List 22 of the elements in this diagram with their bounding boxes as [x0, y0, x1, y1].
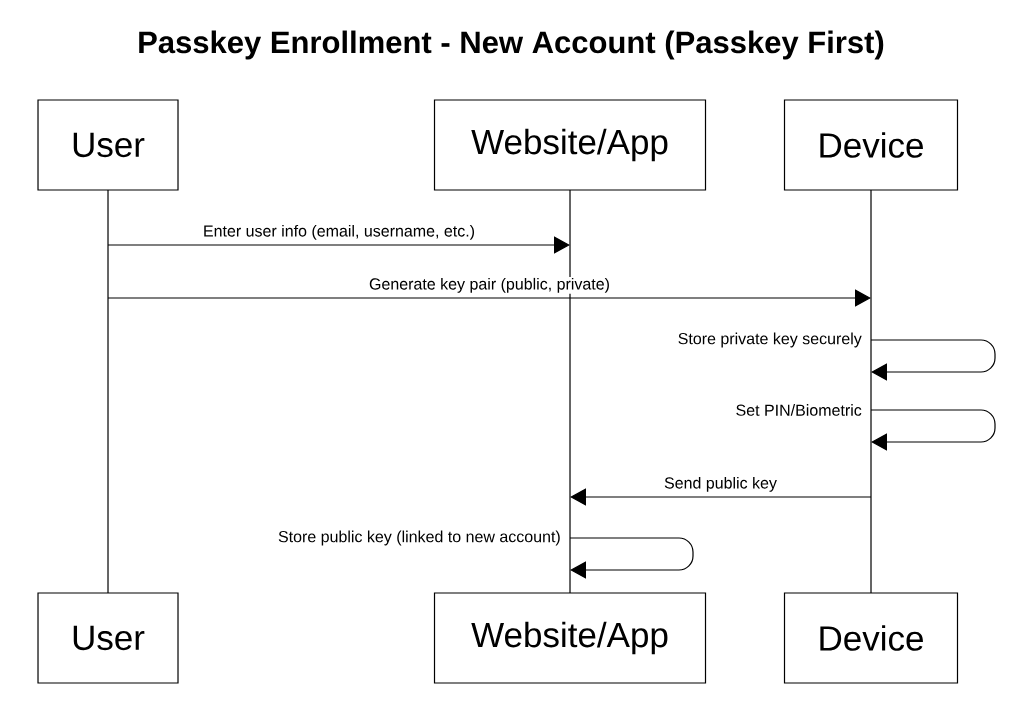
- message-arrow: [570, 488, 872, 506]
- message-label: Enter user info (email, username, etc.): [201, 223, 477, 241]
- title: Passkey Enrollment - New Account (Passkey First): [139, 30, 884, 60]
- message-label: Store private key securely: [676, 331, 863, 349]
- participant-box: Device: [783, 99, 959, 191]
- participant-box: Device: [783, 592, 959, 684]
- participant-box: User: [37, 99, 179, 191]
- message-label: Generate key pair (public, private): [368, 276, 611, 294]
- participant-box: Website/App: [433, 592, 707, 684]
- self-message-arrow: [569, 537, 694, 579]
- participant-box: User: [37, 592, 179, 684]
- lifeline: [569, 189, 571, 594]
- self-message-arrow: [870, 339, 996, 381]
- self-message-arrow: [870, 409, 996, 451]
- message-arrow: [107, 289, 871, 307]
- message-label: Set PIN/Biometric: [734, 403, 863, 417]
- message-label: Send public key: [663, 475, 778, 493]
- participant-box: Website/App: [433, 99, 707, 191]
- message-arrow: [107, 236, 570, 254]
- lifeline: [107, 189, 109, 594]
- lifeline: [870, 189, 872, 594]
- message-label: Store public key (linked to new account): [277, 529, 562, 547]
